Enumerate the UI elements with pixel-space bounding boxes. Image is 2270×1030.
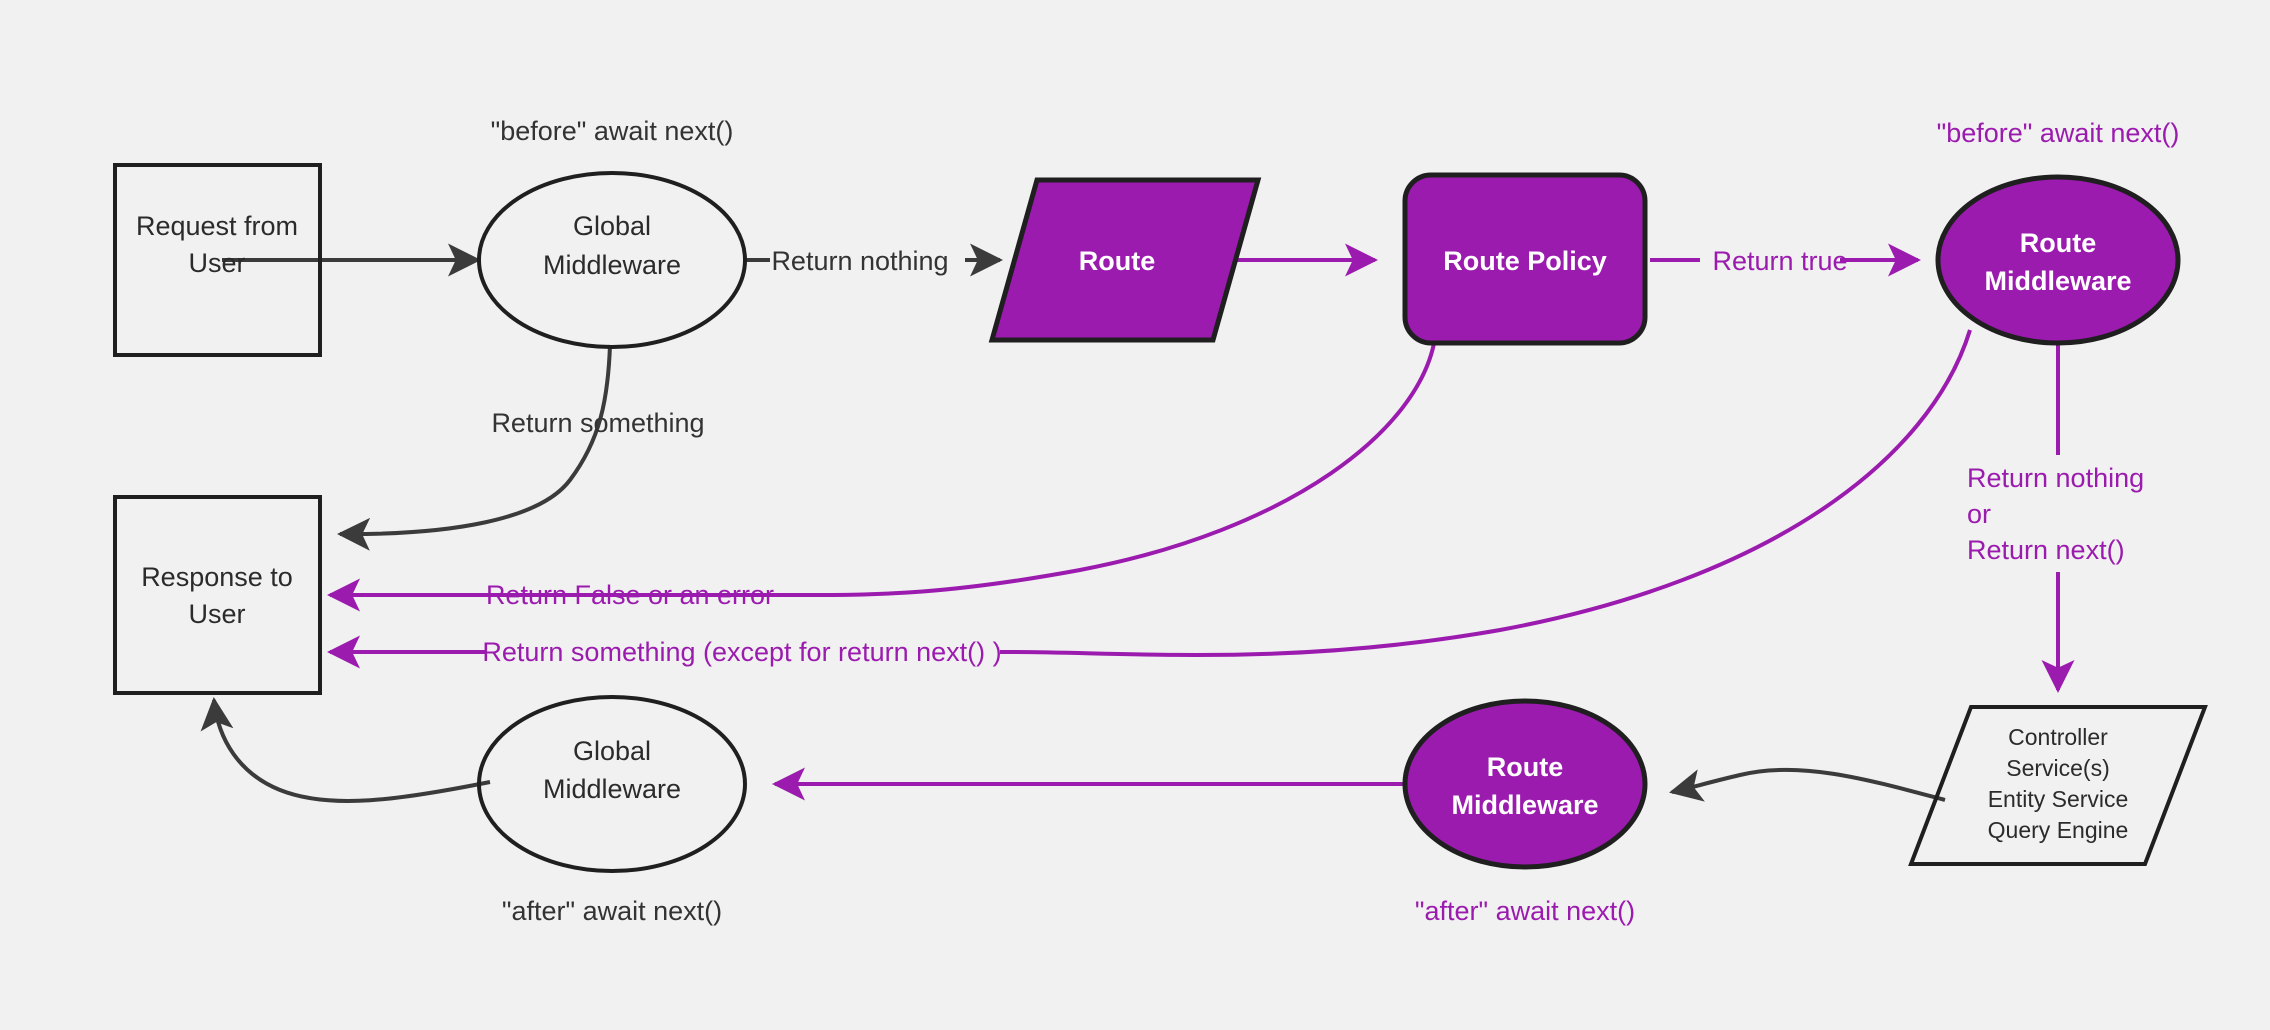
route-middleware-bottom-line1: Route xyxy=(1487,752,1564,782)
node-route-middleware-top[interactable]: Route Middleware xyxy=(1935,174,2181,346)
global-middleware-top-line2: Middleware xyxy=(543,250,681,280)
controller-line2: Service(s) xyxy=(2006,755,2110,781)
annotation-after-await-next-route: "after" await next() xyxy=(1415,896,1635,926)
annotation-after-await-next-global: "after" await next() xyxy=(502,896,722,926)
edge-label-return-nothing-or-next-line3: Return next() xyxy=(1967,535,2125,565)
edge-label-return-nothing: Return nothing xyxy=(771,246,948,276)
edge-route-middleware-to-response-curve xyxy=(327,329,1972,669)
edge-label-return-something: Return something xyxy=(491,408,704,438)
edge-label-return-false-or-error: Return False or an error xyxy=(486,580,774,610)
node-route-policy[interactable]: Route Policy xyxy=(1402,172,1648,346)
node-request-from-user[interactable]: Request from User xyxy=(113,163,322,357)
node-controller[interactable]: Controller Service(s) Entity Service Que… xyxy=(1908,705,2208,866)
annotation-before-await-next-route: "before" await next() xyxy=(1937,118,2180,148)
route-policy-label: Route Policy xyxy=(1443,246,1607,276)
request-from-user-line2: User xyxy=(188,248,245,278)
edge-label-return-nothing-or-next-line1: Return nothing xyxy=(1967,463,2144,493)
controller-line1: Controller xyxy=(2008,724,2108,750)
route-middleware-top-line1: Route xyxy=(2020,228,2097,258)
edge-label-return-something-except: Return something (except for return next… xyxy=(482,637,1001,667)
global-middleware-bottom-line2: Middleware xyxy=(543,774,681,804)
route-middleware-bottom-line2: Middleware xyxy=(1451,790,1598,820)
route-label: Route xyxy=(1079,246,1156,276)
node-route[interactable]: Route xyxy=(988,177,1262,343)
response-to-user-line1: Response to xyxy=(141,562,293,592)
edge-controller-to-route-middleware-bottom xyxy=(1669,767,1946,802)
request-from-user-line1: Request from xyxy=(136,211,298,241)
node-route-middleware-bottom[interactable]: Route Middleware xyxy=(1402,698,1648,870)
edge-route-policy-to-response-curve xyxy=(327,337,1437,612)
edge-label-return-true: Return true xyxy=(1712,246,1847,276)
global-middleware-top-line1: Global xyxy=(573,211,651,241)
route-middleware-top-line2: Middleware xyxy=(1984,266,2131,296)
node-global-middleware-top[interactable]: Global Middleware xyxy=(477,171,747,349)
edge-global-middleware-to-response xyxy=(337,344,612,551)
node-response-to-user[interactable]: Response to User xyxy=(113,495,322,695)
node-global-middleware-bottom[interactable]: Global Middleware xyxy=(477,695,747,873)
controller-line3: Entity Service xyxy=(1988,786,2129,812)
edge-label-return-nothing-or-next-line2: or xyxy=(1967,499,1991,529)
global-middleware-bottom-line1: Global xyxy=(573,736,651,766)
controller-line4: Query Engine xyxy=(1988,817,2129,843)
response-to-user-line2: User xyxy=(188,599,245,629)
edge-global-middleware-bottom-to-response xyxy=(200,697,491,804)
annotation-before-await-next-global: "before" await next() xyxy=(491,116,734,146)
